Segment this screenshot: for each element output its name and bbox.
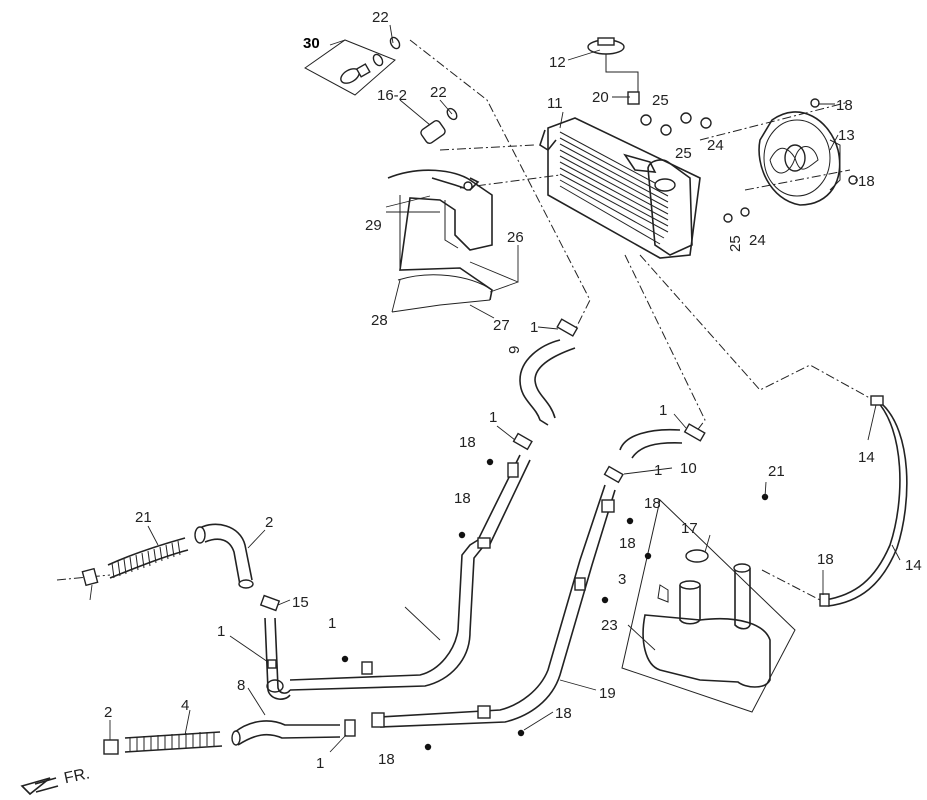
callout: 27 bbox=[493, 317, 510, 334]
hose-3-pipe-23 bbox=[194, 523, 291, 700]
direction-label: FR. bbox=[63, 765, 92, 787]
callout: 2 bbox=[104, 704, 112, 721]
callout-numbers: 30 22 16-2 22 12 20 25 11 18 13 25 24 18… bbox=[63, 9, 922, 787]
assembly-lines bbox=[56, 39, 878, 746]
pipe-21 bbox=[266, 432, 533, 693]
callout: 4 bbox=[181, 697, 189, 714]
callout: 25 bbox=[727, 235, 744, 252]
callout: 15 bbox=[292, 594, 309, 611]
callout: 11 bbox=[547, 95, 563, 112]
callout: 1 bbox=[316, 755, 324, 772]
callout: 18 bbox=[817, 551, 834, 568]
callout: 1 bbox=[217, 623, 225, 640]
callout: 19 bbox=[599, 685, 616, 702]
fan-shroud-bracket bbox=[387, 169, 493, 301]
callout: 22 bbox=[430, 84, 447, 101]
callout: 1 bbox=[530, 319, 538, 336]
callout: 3 bbox=[618, 571, 626, 588]
part-16-2-plug bbox=[420, 107, 458, 144]
callout: 14 bbox=[905, 557, 922, 574]
callout: 8 bbox=[237, 677, 245, 694]
callout: 1 bbox=[489, 409, 497, 426]
callout: 21 bbox=[768, 463, 785, 480]
callout: 21 bbox=[135, 509, 152, 526]
front-direction-indicator bbox=[20, 777, 59, 796]
callout: 18 bbox=[836, 97, 853, 114]
callout: 18 bbox=[644, 495, 661, 512]
callout: 26 bbox=[507, 229, 524, 246]
callout: 16-2 bbox=[377, 87, 407, 104]
callout: 18 bbox=[378, 751, 395, 768]
callout: 18 bbox=[555, 705, 572, 722]
hose-9 bbox=[519, 318, 579, 426]
callout: 18 bbox=[459, 434, 476, 451]
pipe-8 bbox=[344, 465, 624, 737]
callout: 12 bbox=[549, 54, 566, 71]
callout: 29 bbox=[365, 217, 382, 234]
callout: 1 bbox=[654, 462, 662, 479]
cooling-fan-13 bbox=[723, 98, 858, 223]
callout: 18 bbox=[619, 535, 636, 552]
callout: 25 bbox=[652, 92, 669, 109]
callout: 14 bbox=[858, 449, 875, 466]
callout: 18 bbox=[858, 173, 875, 190]
bolts-18 bbox=[341, 458, 769, 751]
callout: 22 bbox=[372, 9, 389, 26]
callout: 25 bbox=[675, 145, 692, 162]
callout: 13 bbox=[838, 127, 855, 144]
leader-lines bbox=[89, 24, 901, 753]
overflow-hose-15 bbox=[819, 395, 908, 607]
reservoir-19-box bbox=[621, 499, 796, 713]
callout: 24 bbox=[707, 137, 724, 154]
callout: 2 bbox=[265, 514, 273, 531]
callout: 17 bbox=[681, 520, 698, 537]
callout: 24 bbox=[749, 232, 766, 249]
spring-2-upper bbox=[81, 537, 189, 587]
hose-10 bbox=[619, 423, 706, 459]
callout: 10 bbox=[680, 460, 697, 477]
radiator-11 bbox=[539, 117, 701, 259]
callout: 1 bbox=[328, 615, 336, 632]
callout: 30 bbox=[303, 35, 320, 52]
callout: 20 bbox=[592, 89, 609, 106]
callout: 28 bbox=[371, 312, 388, 329]
callout: 23 bbox=[601, 617, 618, 634]
radiator-cap-12 bbox=[587, 37, 712, 136]
spring-2-lower-hose-4 bbox=[103, 720, 341, 755]
callout: 1 bbox=[659, 402, 667, 419]
callout: 18 bbox=[454, 490, 471, 507]
callout: 9 bbox=[506, 346, 523, 354]
